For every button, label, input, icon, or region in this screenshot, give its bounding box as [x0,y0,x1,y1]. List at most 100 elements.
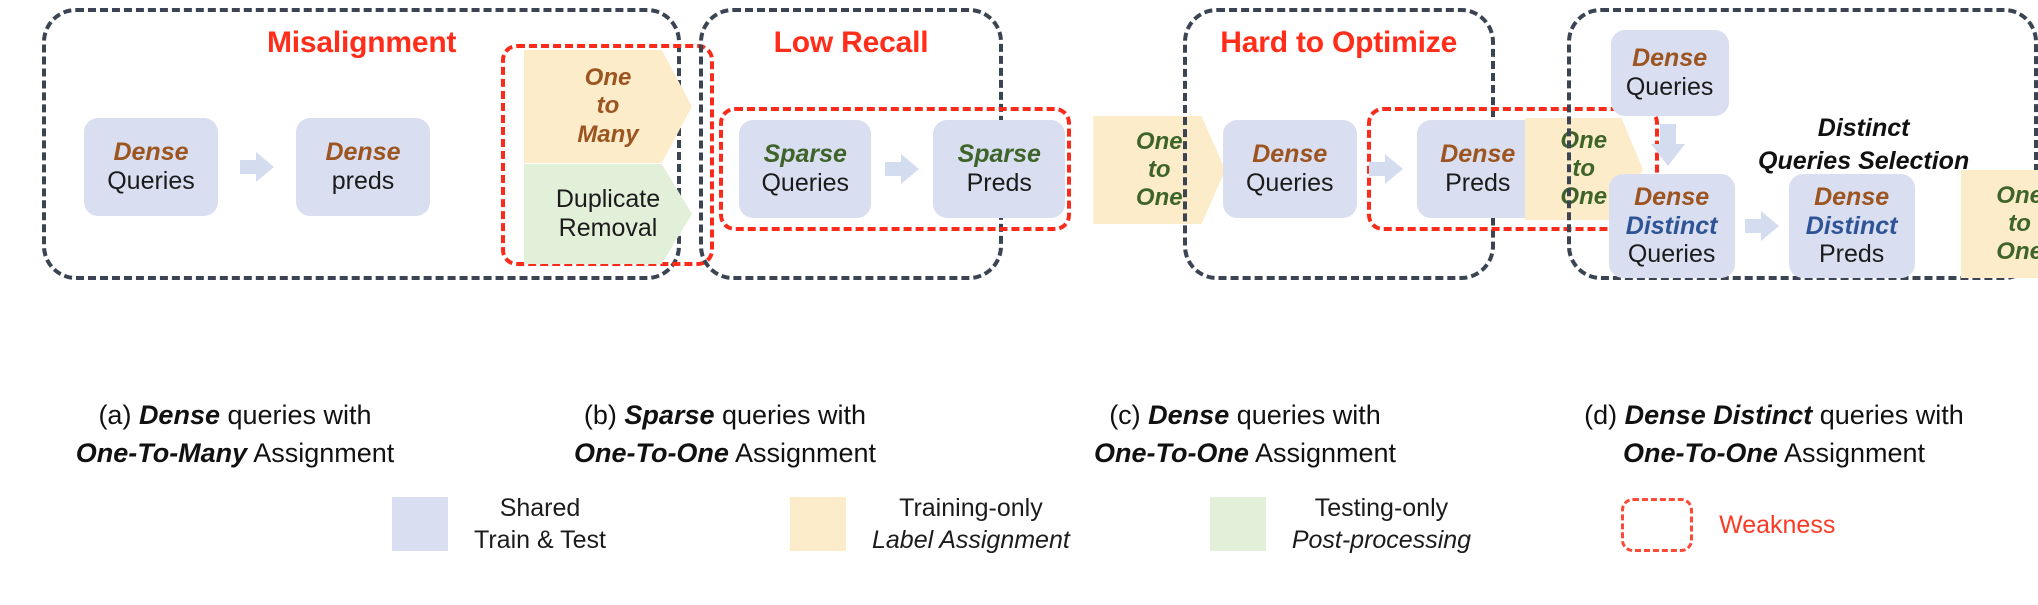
box-dense-preds-a: Dense preds [296,118,430,216]
swatch-weakness-dashed [1621,498,1694,552]
box-label-bottom: Preds [1445,169,1511,197]
chev-line-1: One [584,64,632,92]
panel-b-sparse-one-to-one: Low Recall Sparse Queries Sparse Preds O… [699,8,1226,280]
caption-prefix: (a) [98,400,139,430]
panel-c-dense-one-to-one: Hard to Optimize Dense Queries Dense Pre… [1182,8,1659,280]
caption-mid: queries with [1812,400,1964,430]
panel-a-body: Dense Queries Dense preds One to Many Du… [46,12,714,276]
box-dense-distinct-preds-d: Dense Distinct Preds [1788,174,1915,278]
swatch-testing-green [1209,497,1266,551]
box-label-top: Sparse [957,140,1041,169]
box-sparse-preds-b: Sparse Preds [933,120,1066,218]
box-label-top: Dense [1632,44,1708,73]
caption-mid: queries with [219,400,372,430]
panel-d-body: Dense Queries Distinct Queries Selection… [1571,12,2038,278]
caption-suffix: Assignment [247,438,395,469]
selection-label-line-1: Distinct [1817,114,1910,142]
box-label-bottom: Queries [761,169,850,197]
panel-c-title: Hard to Optimize [1220,26,1458,59]
box-label-top: Dense [113,138,189,167]
legend-text-weakness: Weakness [1719,510,1836,539]
legend-item-weakness: Weakness [1621,498,1835,552]
legend-item-testing-only: Testing-only Post-processing [1209,492,1471,556]
panel-c-body: Dense Queries Dense Preds One to One [1187,12,1659,276]
box-dense-queries-d: Dense Queries [1610,30,1729,116]
panel-a-dense-one-to-many: Misalignment Dense Queries Dense preds [42,8,714,280]
arrow-right-icon [885,153,920,185]
chev-line-2: to [596,92,620,120]
caption-emphasis: Sparse [624,400,715,430]
shape-one-to-one-b: One to One [1093,116,1226,224]
captions-row: (a) Dense queries with One-To-Many Assig… [0,396,2038,476]
chev-line-3: Many [577,120,639,148]
caption-c: (c) Dense queries with One-To-One Assign… [980,396,1510,476]
box-label-top: Dense [325,138,401,167]
chev-line-3: One [1996,238,2038,266]
weakness-outline-b [719,107,1072,231]
chev-line-2: to [2008,209,2031,237]
box-label-top: Dense [1252,140,1328,169]
box-label-bottom: preds [331,167,395,195]
arrow-right-icon [1744,210,1779,242]
box-label-bottom: Preds [1818,240,1885,269]
panel-b-title: Low Recall [773,26,929,59]
panel-d-dense-distinct-one-to-one: Dense Queries Distinct Queries Selection… [1566,8,2038,280]
caption-prefix: (c) [1109,400,1149,430]
legend-line-2-italic: Post-processing [1291,526,1472,554]
caption-d: (d) Dense Distinct queries with One-To-O… [1510,396,2038,476]
chev-line-2: to [1572,154,1596,182]
legend-item-shared: Shared Train & Test [392,492,606,556]
legend-text-training: Training-only Label Assignment [872,492,1070,556]
arrow-right-icon [240,151,274,183]
box-label-bottom: Queries [1627,240,1716,269]
legend-line-2: Label Assignment [872,524,1070,556]
box-dense-queries-c: Dense Queries [1222,120,1357,218]
box-label-mid: Distinct [1625,211,1718,240]
box-label-bottom: Preds [966,169,1032,197]
caption-mid: queries with [714,400,867,430]
distinct-queries-selection-label: Distinct Queries Selection [1719,112,2009,177]
shape-one-to-many-a: One to Many [524,50,692,163]
legend-line-2-italic: Label Assignment [872,526,1070,554]
caption-emphasis: Dense [1148,400,1230,430]
box-dense-preds-c: Dense Preds [1416,120,1539,218]
chev-line-3: One [1135,184,1183,212]
legend-text-testing: Testing-only Post-processing [1292,492,1471,556]
weakness-outline-a [501,44,714,266]
caption-suffix: Assignment [1248,438,1397,469]
caption-mid: queries with [1229,400,1381,430]
legend-row: Shared Train & Test Training-only Label … [0,492,2038,582]
chev-line-1: Duplicate [555,184,661,213]
legend-line-1: Training-only [899,494,1043,522]
legend-text-shared: Shared Train & Test [474,492,606,556]
box-label-top: Dense [1440,140,1516,169]
shape-one-to-one-d: One to One [1960,170,2038,278]
arrow-down-icon [1650,124,1687,168]
box-sparse-queries-b: Sparse Queries [739,120,872,218]
chev-line-2: Removal [558,214,658,242]
caption-prefix: (d) [1584,400,1625,430]
caption-suffix: Assignment [1777,438,1926,469]
panel-a-title: Misalignment [266,26,457,59]
legend-line-2: Train & Test [474,526,606,554]
caption-assignment: One-To-One [1093,438,1249,469]
caption-emphasis: Dense Distinct [1624,400,1813,430]
panels-row: Misalignment Dense Queries Dense preds [0,8,2038,298]
caption-assignment: One-To-One [573,438,729,469]
panel-b-body: Sparse Queries Sparse Preds One to One [703,12,1226,276]
swatch-shared-blue [392,497,448,551]
box-label-top: Dense [1634,182,1710,211]
caption-prefix: (b) [583,400,625,430]
caption-suffix: Assignment [728,438,877,469]
legend-line-1: Shared [499,494,581,522]
box-label-mid: Distinct [1805,211,1898,240]
arrow-right-icon [1368,153,1403,185]
box-label-top: Dense [1814,182,1890,211]
legend-item-training-only: Training-only Label Assignment [790,492,1070,556]
caption-b: (b) Sparse queries with One-To-One Assig… [470,396,980,476]
caption-a: (a) Dense queries with One-To-Many Assig… [0,396,470,476]
selection-label-line-2: Queries Selection [1758,146,1970,175]
caption-assignment: One-To-Many [75,438,248,469]
box-label-top: Sparse [763,140,847,169]
shape-duplicate-removal-a: Duplicate Removal [524,164,692,264]
